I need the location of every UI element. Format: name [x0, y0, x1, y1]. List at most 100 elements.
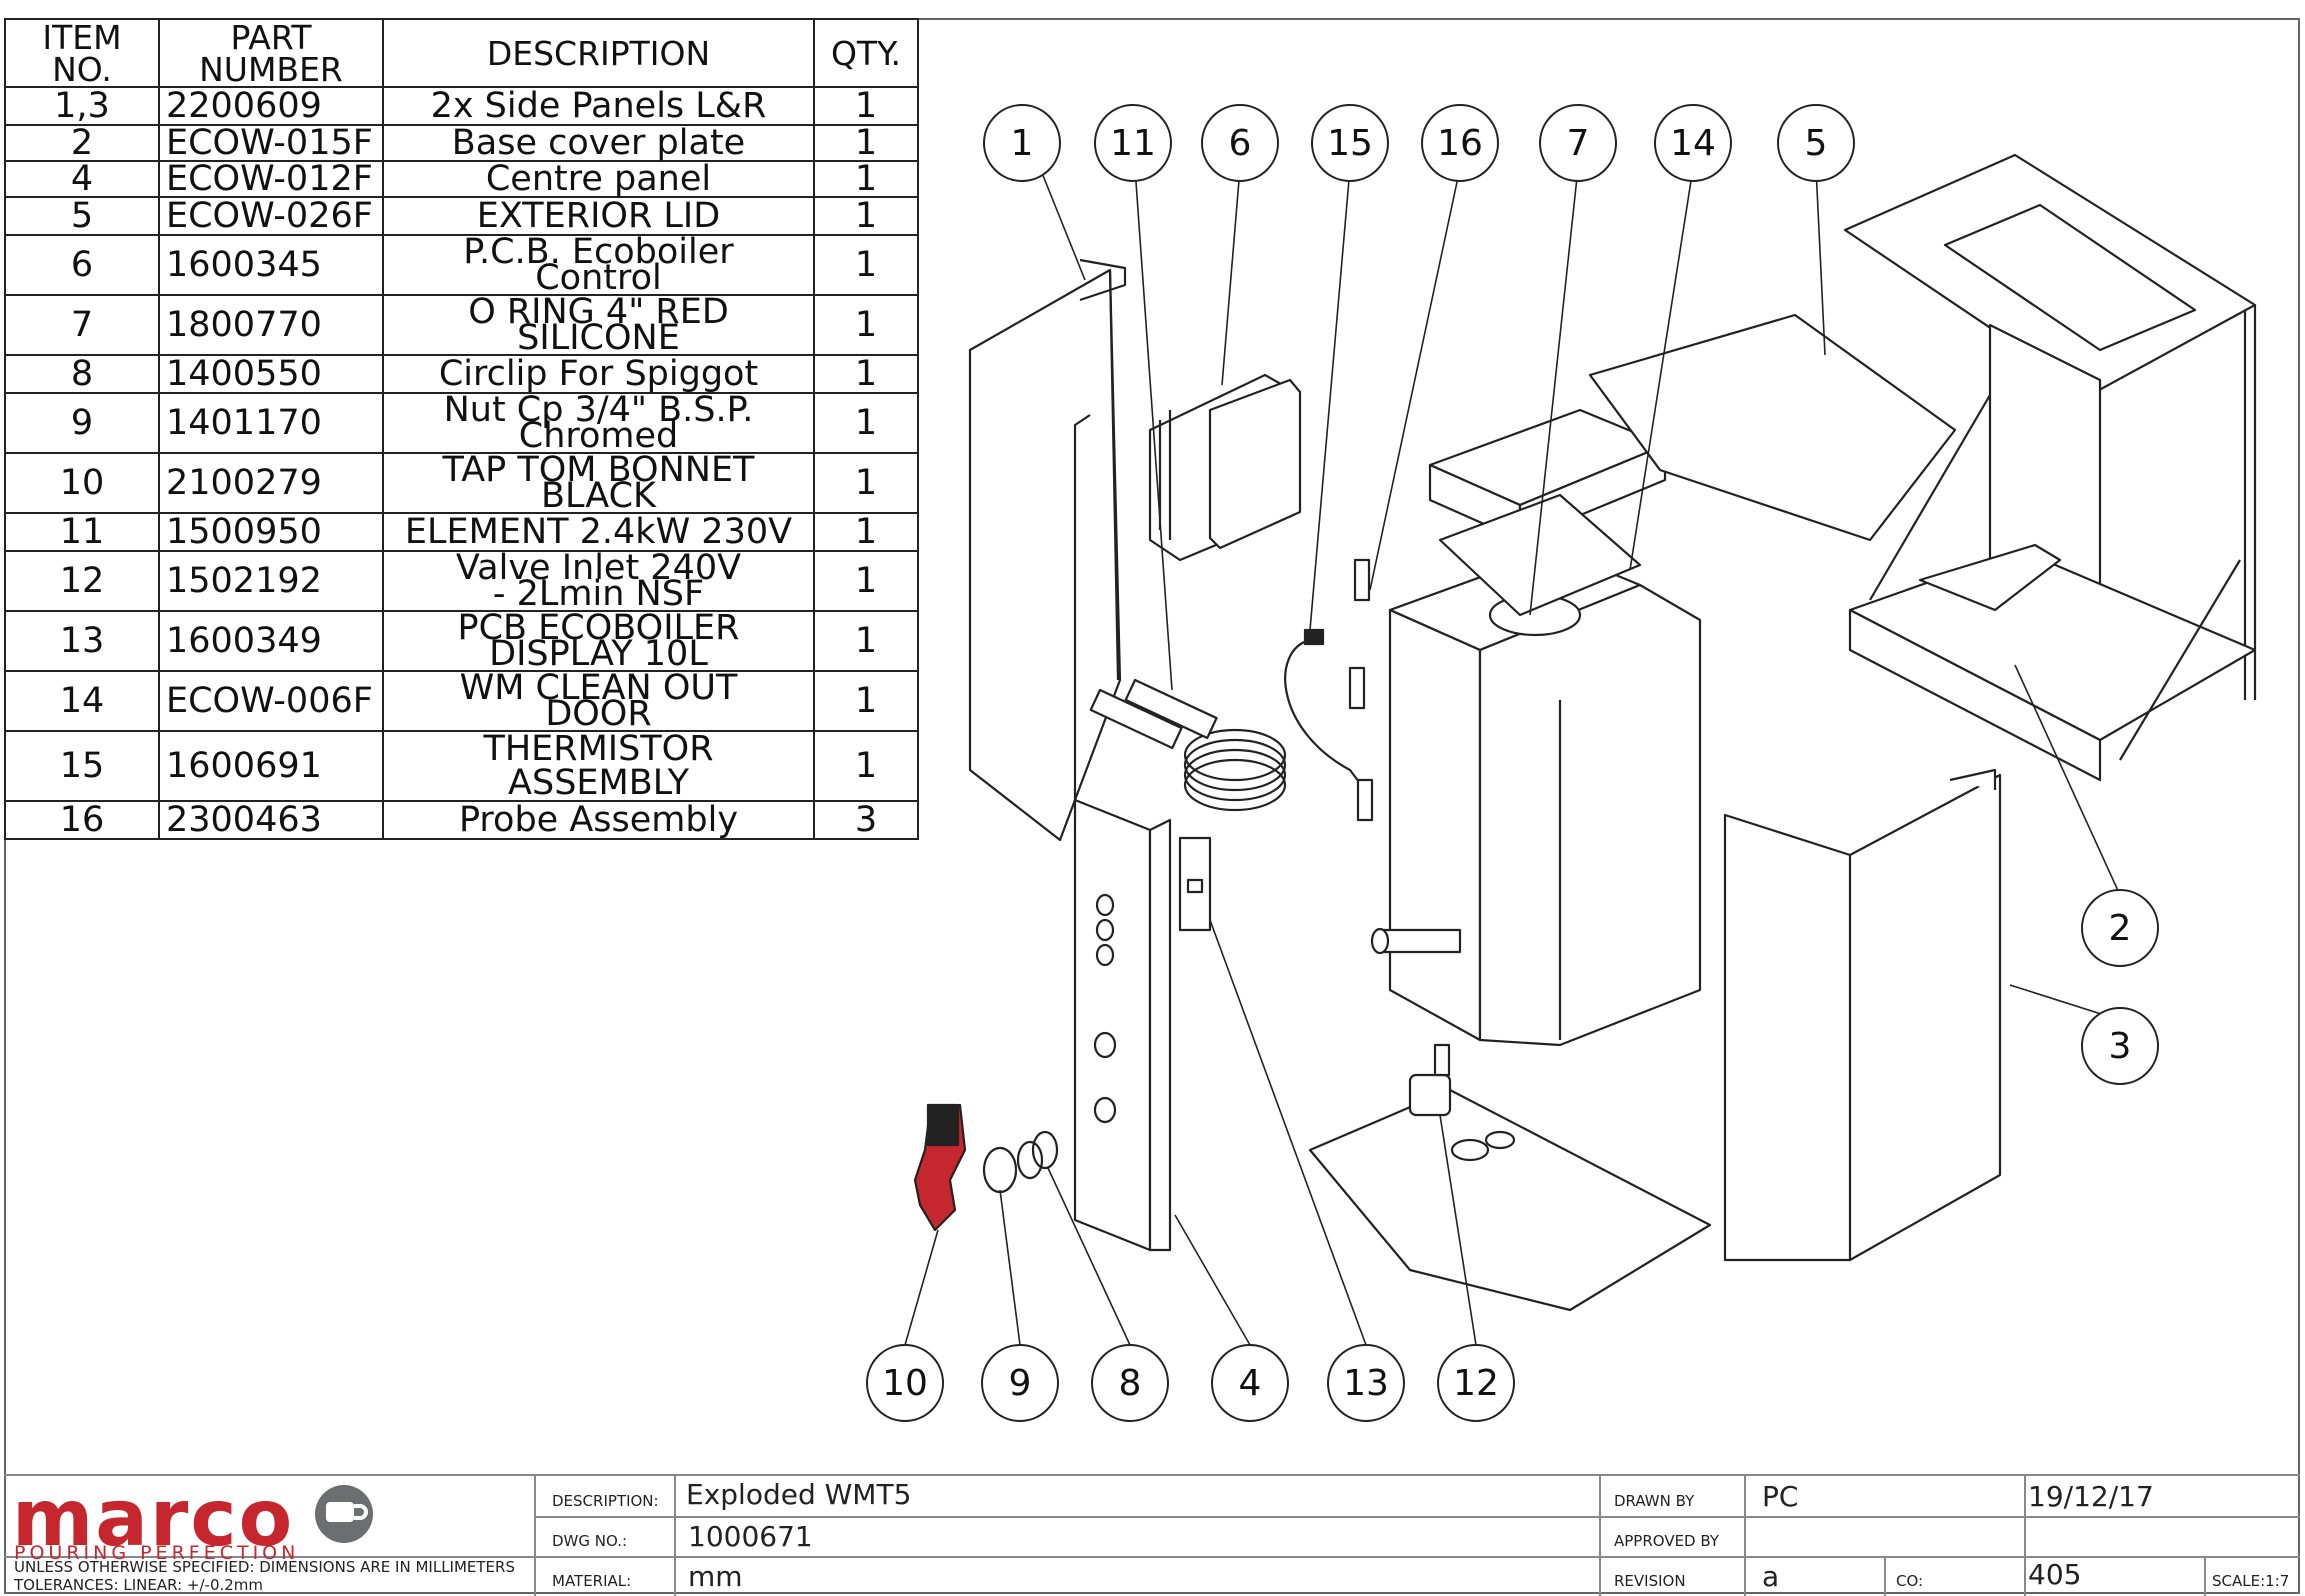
- balloon-label-16: 16: [1437, 123, 1483, 164]
- bom-cell-part-number: ECOW-026F: [158, 196, 384, 236]
- balloon-circle: [1654, 104, 1732, 182]
- drawn-date: 19/12/17: [2028, 1480, 2154, 1513]
- balloon-label-3: 3: [2109, 1026, 2132, 1067]
- bom-cell-qty: 1: [813, 354, 919, 394]
- balloon-circle: [866, 1344, 944, 1422]
- base-cover-plate: [1308, 1088, 1712, 1312]
- bom-cell-qty: 1: [813, 550, 919, 612]
- inlet-valve: [1408, 1043, 1452, 1117]
- bom-cell-item: 11: [4, 512, 160, 552]
- bom-cell-description: Circlip For Spiggot: [382, 354, 815, 394]
- bom-cell-description: 2x Side Panels L&R: [382, 86, 815, 126]
- balloon-circle: [1539, 104, 1617, 182]
- bom-cell-part-number: 1600345: [158, 234, 384, 296]
- bom-cell-qty: 1: [813, 610, 919, 672]
- display-pcb: [1178, 836, 1212, 932]
- bom-cell-part-number: 1500950: [158, 512, 384, 552]
- bom-cell-qty: 3: [813, 800, 919, 840]
- bom-cell-item: 8: [4, 354, 160, 394]
- balloon-label-12: 12: [1453, 1363, 1499, 1404]
- bom-cell-item: 14: [4, 670, 160, 732]
- balloon-circle: [2081, 1007, 2159, 1085]
- balloon-circle: [983, 104, 1061, 182]
- bom-cell-qty: 1: [813, 392, 919, 454]
- bom-cell-description: THERMISTOR ASSEMBLY: [382, 730, 815, 802]
- bom-cell-description: Base cover plate: [382, 124, 815, 162]
- bom-cell-item: 15: [4, 730, 160, 802]
- bom-cell-item: 5: [4, 196, 160, 236]
- bom-cell-qty: 1: [813, 512, 919, 552]
- balloon-label-10: 10: [882, 1363, 928, 1404]
- nut-and-circlip: [982, 1130, 1059, 1194]
- bom-cell-description: ELEMENT 2.4kW 230V: [382, 512, 815, 552]
- bom-header-description: DESCRIPTION: [382, 18, 815, 88]
- bom-cell-part-number: ECOW-006F: [158, 670, 384, 732]
- left-side-panel: [968, 258, 1127, 842]
- marco-logo-wordmark: marco: [12, 1474, 295, 1564]
- material-value: mm: [688, 1560, 743, 1593]
- bom-cell-part-number: 2300463: [158, 800, 384, 840]
- drawn-by-value: PC: [1762, 1480, 1799, 1513]
- balloon-circle: [1777, 104, 1855, 182]
- heating-element-coil: [1089, 678, 1287, 812]
- balloon-circle: [1091, 1344, 1169, 1422]
- bom-cell-item: 10: [4, 452, 160, 514]
- bom-header-row: ITEM NO. PART NUMBER DESCRIPTION QTY.: [4, 18, 919, 88]
- balloon-label-13: 13: [1343, 1363, 1389, 1404]
- description-value: Exploded WMT5: [686, 1478, 912, 1511]
- balloon-circle: [2081, 889, 2159, 967]
- bom-cell-qty: 1: [813, 86, 919, 126]
- bom-cell-qty: 1: [813, 160, 919, 198]
- description-label: DESCRIPTION:: [552, 1492, 659, 1510]
- bom-cell-part-number: 2100279: [158, 452, 384, 514]
- bom-cell-description: Valve Inlet 240V - 2Lmin NSF: [382, 550, 815, 612]
- balloon-circle: [1327, 1344, 1405, 1422]
- bom-cell-item: 9: [4, 392, 160, 454]
- balloon-label-15: 15: [1327, 123, 1373, 164]
- balloon-circle: [1211, 1344, 1289, 1422]
- leader-lines: [904, 167, 2121, 1346]
- approved-by-label: APPROVED BY: [1614, 1532, 1720, 1550]
- bom-cell-qty: 1: [813, 294, 919, 356]
- title-block: DESCRIPTION: Exploded WMT5 DWG NO.: 1000…: [4, 1474, 2300, 1596]
- revision-value: a: [1762, 1560, 1780, 1593]
- tap-assembly: [913, 1103, 967, 1232]
- balloon-circle: [1437, 1344, 1515, 1422]
- bom-cell-description: O RING 4" RED SILICONE: [382, 294, 815, 356]
- thermistor-assembly: [1284, 628, 1366, 791]
- bom-cell-qty: 1: [813, 234, 919, 296]
- bom-cell-part-number: 2200609: [158, 86, 384, 126]
- revision-label: REVISION: [1614, 1572, 1686, 1590]
- cup-logo-icon: [315, 1485, 373, 1543]
- bom-cell-qty: 1: [813, 124, 919, 162]
- balloon-label-1: 1: [1011, 123, 1034, 164]
- bom-cell-part-number: 1401170: [158, 392, 384, 454]
- tolerance-note-line2: TOLERANCES: LINEAR: +/-0.2mm: [14, 1576, 264, 1594]
- dwg-no-label: DWG NO.:: [552, 1532, 628, 1550]
- balloon-label-7: 7: [1567, 123, 1590, 164]
- bom-cell-qty: 1: [813, 670, 919, 732]
- bom-header-item: ITEM NO.: [4, 18, 160, 88]
- bom-cell-item: 4: [4, 160, 160, 198]
- exterior-lid: [1588, 313, 1957, 542]
- balloon-circle: [1094, 104, 1172, 182]
- tolerance-note-line1: UNLESS OTHERWISE SPECIFIED: DIMENSIONS A…: [14, 1558, 515, 1576]
- bom-cell-description: Nut Cp 3/4" B.S.P. Chromed: [382, 392, 815, 454]
- co-label: CO:: [1896, 1572, 1924, 1590]
- bom-cell-qty: 1: [813, 730, 919, 802]
- balloon-label-9: 9: [1009, 1363, 1032, 1404]
- chassis-frame: [1843, 153, 2257, 782]
- balloon-label-6: 6: [1229, 123, 1252, 164]
- right-side-panel: [1723, 768, 2002, 1262]
